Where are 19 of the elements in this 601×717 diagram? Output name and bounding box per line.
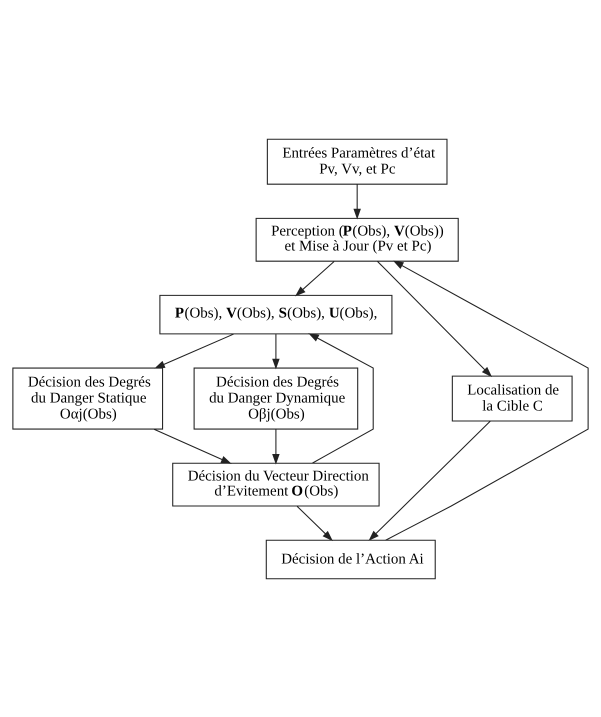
- arrow: [353, 184, 361, 220]
- arrow: [368, 420, 491, 540]
- arrow: [385, 260, 589, 540]
- arrow: [308, 332, 374, 464]
- node-box: Perception (P(Obs), V(Obs)) et Mise à Jour (Pv et Pc): [256, 217, 459, 262]
- node-box: Décision du Vecteur Direction d’Evitement O(Obs): [172, 462, 380, 506]
- arrow: [272, 334, 280, 369]
- arrow: [154, 333, 234, 368]
- node-box: Localisation de la Cible C: [452, 375, 573, 422]
- arrow: [295, 260, 334, 296]
- node-box: P(Obs), V(Obs), S(Obs), U(Obs),: [159, 294, 392, 334]
- arrow: [296, 505, 333, 541]
- node-box: Entrées Paramètres d’état Pv, Vv, et Pc: [266, 138, 448, 184]
- arrow: [377, 260, 492, 377]
- arrow: [154, 428, 232, 464]
- node-box: Décision des Degrés du Danger Dynamique Oβj(Obs): [194, 367, 358, 430]
- node-box: Décision de l’Action Ai: [266, 539, 436, 579]
- arrow: [272, 428, 280, 464]
- node-box: Décision des Degrés du Danger Statique Oαj(Obs): [12, 367, 164, 430]
